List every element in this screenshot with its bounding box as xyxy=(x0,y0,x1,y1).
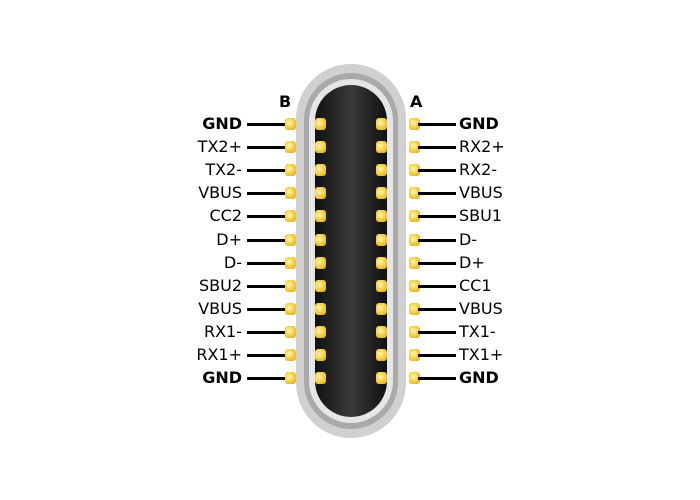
pin-pad-b-outer xyxy=(285,302,296,315)
pin-label-a: CC1 xyxy=(459,275,492,295)
pin-pad-a-inner xyxy=(376,141,387,154)
pin-wire-b xyxy=(247,307,287,311)
pin-pad-a-outer xyxy=(409,141,420,154)
pin-label-a: TX1- xyxy=(459,321,496,341)
pin-pad-a-outer xyxy=(409,325,420,338)
pin-wire-a xyxy=(418,123,456,126)
pin-wire-a xyxy=(418,238,456,242)
pin-pad-a-inner xyxy=(376,118,387,130)
pin-pad-a-inner xyxy=(376,256,387,269)
pin-pad-a-outer xyxy=(409,118,420,130)
pin-wire-b xyxy=(247,238,287,242)
pin-wire-b xyxy=(247,146,287,150)
pin-label-b: RX1- xyxy=(203,321,242,341)
side-a-label: A xyxy=(410,92,423,111)
pin-pad-a-inner xyxy=(376,233,387,246)
pin-pad-b-inner xyxy=(315,187,326,200)
pin-pad-b-outer xyxy=(285,210,296,223)
connector-tongue xyxy=(315,85,387,417)
pin-wire-b xyxy=(247,377,287,381)
pin-label-a: VBUS xyxy=(459,183,503,203)
pin-label-b: TX2+ xyxy=(197,137,242,157)
pin-label-a: SBU1 xyxy=(459,206,503,226)
pin-pad-b-outer xyxy=(285,141,296,154)
pin-wire-b xyxy=(247,354,287,357)
pin-pad-b-inner xyxy=(315,164,326,177)
pin-label-a: VBUS xyxy=(459,298,503,318)
pin-wire-b xyxy=(247,261,287,265)
pin-pad-a-outer xyxy=(409,349,420,361)
pin-pad-b-inner xyxy=(315,325,326,338)
pin-pad-a-outer xyxy=(409,302,420,315)
pin-pad-b-inner xyxy=(315,233,326,246)
pin-label-b: VBUS xyxy=(198,298,242,318)
pin-pad-a-inner xyxy=(376,187,387,200)
pin-pad-b-inner xyxy=(315,279,326,292)
pin-wire-a xyxy=(418,284,456,288)
pin-wire-b xyxy=(247,330,287,334)
pin-pad-b-inner xyxy=(315,141,326,154)
pin-pad-a-inner xyxy=(376,349,387,361)
pin-wire-b xyxy=(247,284,287,288)
pin-wire-a xyxy=(418,330,456,334)
side-b-label: B xyxy=(279,92,292,111)
pin-wire-a xyxy=(418,354,456,357)
pin-pad-a-inner xyxy=(376,372,387,385)
pin-wire-a xyxy=(418,215,456,219)
pin-pad-a-outer xyxy=(409,233,420,246)
pin-wire-b xyxy=(247,169,287,173)
pin-wire-a xyxy=(418,377,456,381)
pin-pad-b-inner xyxy=(315,210,326,223)
pin-pad-a-outer xyxy=(409,279,420,292)
pin-pad-b-outer xyxy=(285,279,296,292)
pin-pad-b-outer xyxy=(285,256,296,269)
pin-wire-a xyxy=(418,261,456,265)
pin-pad-a-inner xyxy=(376,325,387,338)
pin-label-a: RX2- xyxy=(459,160,498,180)
pin-label-b: RX1+ xyxy=(196,345,242,364)
pin-label-b: GND xyxy=(202,368,242,388)
pin-wire-a xyxy=(418,307,456,311)
pin-label-a: D- xyxy=(459,229,478,249)
pin-pad-b-outer xyxy=(285,349,296,361)
pin-label-a: GND xyxy=(459,114,499,133)
pin-pad-b-inner xyxy=(315,349,326,361)
pin-pad-b-outer xyxy=(285,164,296,177)
pin-pad-a-outer xyxy=(409,164,420,177)
pin-pad-b-outer xyxy=(285,233,296,246)
pin-wire-a xyxy=(418,146,456,150)
pin-label-a: TX1+ xyxy=(459,345,504,364)
pin-pad-b-outer xyxy=(285,187,296,200)
pin-label-b: VBUS xyxy=(198,183,242,203)
pin-wire-b xyxy=(247,215,287,219)
pin-pad-b-outer xyxy=(285,325,296,338)
pin-pad-a-outer xyxy=(409,187,420,200)
pin-label-a: D+ xyxy=(459,252,485,272)
pin-label-b: D+ xyxy=(216,229,242,249)
pin-pad-a-outer xyxy=(409,210,420,223)
pin-label-b: CC2 xyxy=(209,206,242,226)
pin-pad-a-inner xyxy=(376,302,387,315)
pin-label-a: GND xyxy=(459,368,499,388)
pin-wire-a xyxy=(418,169,456,173)
pin-wire-b xyxy=(247,192,287,196)
pin-wire-b xyxy=(247,123,287,126)
pin-label-b: D- xyxy=(223,252,242,272)
pin-pad-a-inner xyxy=(376,164,387,177)
pin-pad-b-inner xyxy=(315,372,326,385)
pin-pad-a-inner xyxy=(376,279,387,292)
pin-label-a: RX2+ xyxy=(459,137,505,157)
pin-pad-b-inner xyxy=(315,256,326,269)
pin-pad-b-outer xyxy=(285,372,296,385)
pin-pad-a-outer xyxy=(409,372,420,385)
pin-pad-a-outer xyxy=(409,256,420,269)
pin-label-b: TX2- xyxy=(205,160,242,180)
pin-wire-a xyxy=(418,192,456,196)
pin-pad-b-outer xyxy=(285,118,296,130)
pin-pad-a-inner xyxy=(376,210,387,223)
pin-label-b: GND xyxy=(202,114,242,133)
pin-label-b: SBU2 xyxy=(198,275,242,295)
pin-pad-b-inner xyxy=(315,302,326,315)
pin-pad-b-inner xyxy=(315,118,326,130)
